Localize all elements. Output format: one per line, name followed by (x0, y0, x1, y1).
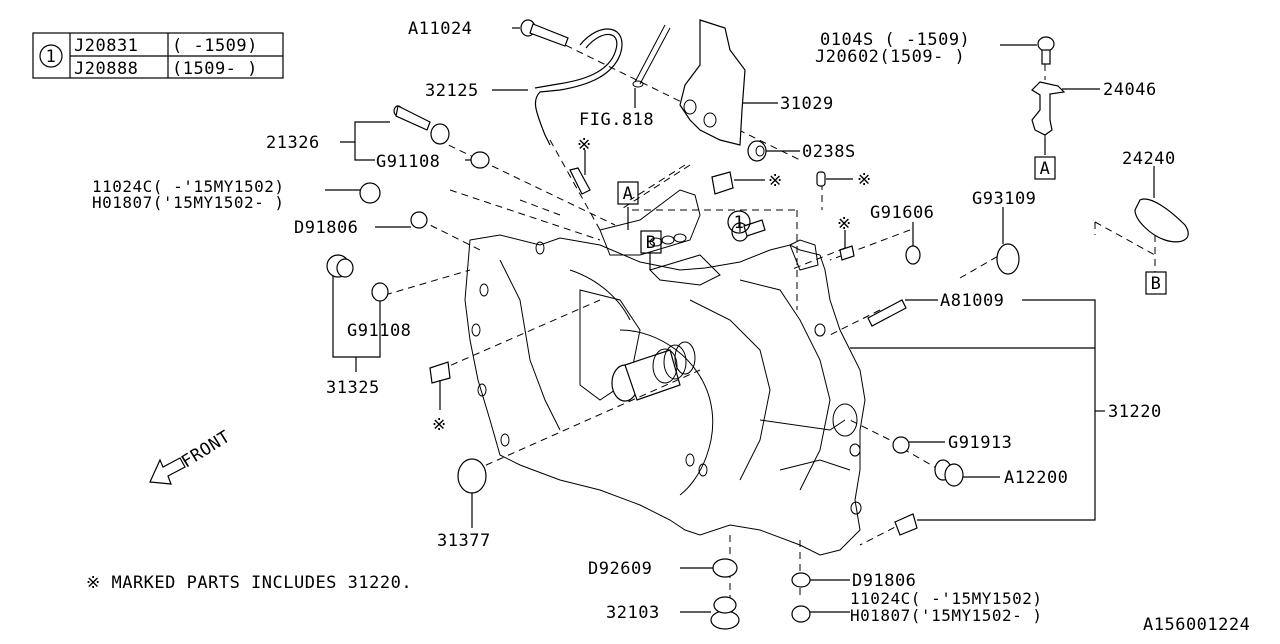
ref-markers: A B A B 1 (617, 156, 1167, 295)
label-32125[interactable]: 32125 (425, 81, 479, 101)
bolt-a11024 (520, 19, 569, 47)
label-31220[interactable]: 31220 (1108, 402, 1162, 422)
small-parts (326, 19, 1189, 630)
leader-lines (325, 27, 1155, 613)
label-24240[interactable]: 24240 (1122, 149, 1176, 169)
legend-range-2: (1509- ) (172, 59, 258, 79)
label-g91108-top[interactable]: G91108 (376, 152, 440, 172)
label-g93109[interactable]: G93109 (972, 189, 1036, 209)
plug-31325 (326, 254, 354, 278)
label-g91108-mid[interactable]: G91108 (347, 321, 411, 341)
label-d91806-bottom[interactable]: D91806 (852, 571, 916, 591)
assembly-lines (384, 39, 1156, 600)
label-0104s[interactable]: 0104S ( -1509) (820, 30, 970, 50)
plug-11024c-top (359, 182, 381, 204)
seal-31377 (457, 458, 487, 494)
ref-box-b-top[interactable]: B (646, 233, 657, 253)
ring-g91606 (905, 245, 921, 265)
plug-24240 (1134, 198, 1189, 243)
asterisk-mark-icon: ※ (857, 170, 872, 190)
legend-ref-symbol: 1 (46, 47, 57, 67)
label-24046[interactable]: 24046 (1103, 80, 1157, 100)
plug-a12200 (934, 459, 964, 487)
label-h01807-bottom[interactable]: H01807('15MY1502- ) (850, 606, 1043, 625)
sensor-21326 (393, 105, 450, 145)
transmission-case-drawing (464, 189, 866, 556)
pin-right (839, 245, 855, 261)
label-0238s[interactable]: 0238S (802, 142, 856, 162)
asterisk-mark-icon: ※ (837, 214, 852, 234)
bracket-31029 (679, 19, 746, 146)
ring-g91108-top (470, 151, 490, 169)
label-11024c-top[interactable]: 11024C( -'15MY1502) (92, 177, 285, 196)
ref-circle-icon (39, 44, 63, 68)
dowel-31220 (894, 513, 918, 536)
label-a12200[interactable]: A12200 (1004, 468, 1068, 488)
ring-d91806-bottom (791, 572, 811, 588)
ref-circle-1[interactable]: 1 (734, 213, 745, 233)
nut-0238s (747, 140, 767, 162)
stud-a81009 (867, 299, 907, 327)
ring-g93109 (996, 243, 1020, 275)
asterisk-mark-icon: ※ (768, 171, 783, 191)
label-fig818[interactable]: FIG.818 (579, 110, 654, 130)
legend-part-1: J20831 (74, 36, 138, 56)
bolt-0104s (1037, 36, 1055, 65)
callout-labels: A11024 32125 FIG.818 31029 0238S 0104S (… (92, 19, 1176, 625)
dowel-pin-top (569, 167, 591, 195)
label-21326[interactable]: 21326 (266, 133, 320, 153)
label-j20602[interactable]: J20602(1509- ) (815, 47, 965, 67)
label-h01807-top[interactable]: H01807('15MY1502- ) (92, 193, 285, 212)
label-g91913[interactable]: G91913 (948, 433, 1012, 453)
front-arrow-icon (149, 457, 186, 485)
clip-24046 (1031, 81, 1066, 136)
dowel-pin-upper (711, 171, 734, 195)
label-a81009[interactable]: A81009 (940, 291, 1004, 311)
label-11024c-bottom[interactable]: 11024C( -'15MY1502) (850, 589, 1043, 608)
front-label: FRONT (178, 427, 234, 472)
ref-box-a-right[interactable]: A (1040, 159, 1051, 179)
ref-box-a-top[interactable]: A (623, 184, 634, 204)
label-a11024[interactable]: A11024 (408, 19, 472, 39)
plug-11024c-bottom (791, 605, 811, 623)
label-d92609[interactable]: D92609 (588, 559, 652, 579)
label-31377[interactable]: 31377 (437, 531, 491, 551)
label-d91806-top[interactable]: D91806 (294, 218, 358, 238)
legend-part-2: J20888 (74, 59, 138, 79)
plug-32103 (710, 596, 740, 630)
pin-upper-right (816, 171, 826, 187)
ring-d92609 (712, 558, 738, 578)
label-32103[interactable]: 32103 (606, 603, 660, 623)
hose-32125 (534, 28, 623, 146)
asterisk-marks: ※ ※ ※ ※ ※ (432, 135, 872, 435)
label-31325[interactable]: 31325 (326, 378, 380, 398)
ref-box-b-right[interactable]: B (1151, 274, 1162, 294)
legend-table: 1 J20831 ( -1509) J20888 (1509- ) (32, 32, 284, 79)
front-direction-indicator: FRONT (149, 427, 234, 485)
label-g91606[interactable]: G91606 (870, 203, 934, 223)
diagram-code: A156001224 (1143, 615, 1250, 635)
ring-g91913 (892, 436, 910, 454)
ring-g91108-mid (371, 282, 389, 302)
label-31029[interactable]: 31029 (780, 94, 834, 114)
asterisk-mark-icon: ※ (432, 415, 447, 435)
input-shaft (611, 341, 696, 402)
ring-d91806-top (410, 211, 428, 229)
legend-range-1: ( -1509) (172, 36, 258, 56)
footnote-marked-parts: ※ MARKED PARTS INCLUDES 31220. (86, 573, 412, 593)
wire-fig818 (634, 24, 671, 85)
dowel-pin-left (429, 361, 451, 384)
asterisk-mark-icon: ※ (577, 135, 592, 155)
